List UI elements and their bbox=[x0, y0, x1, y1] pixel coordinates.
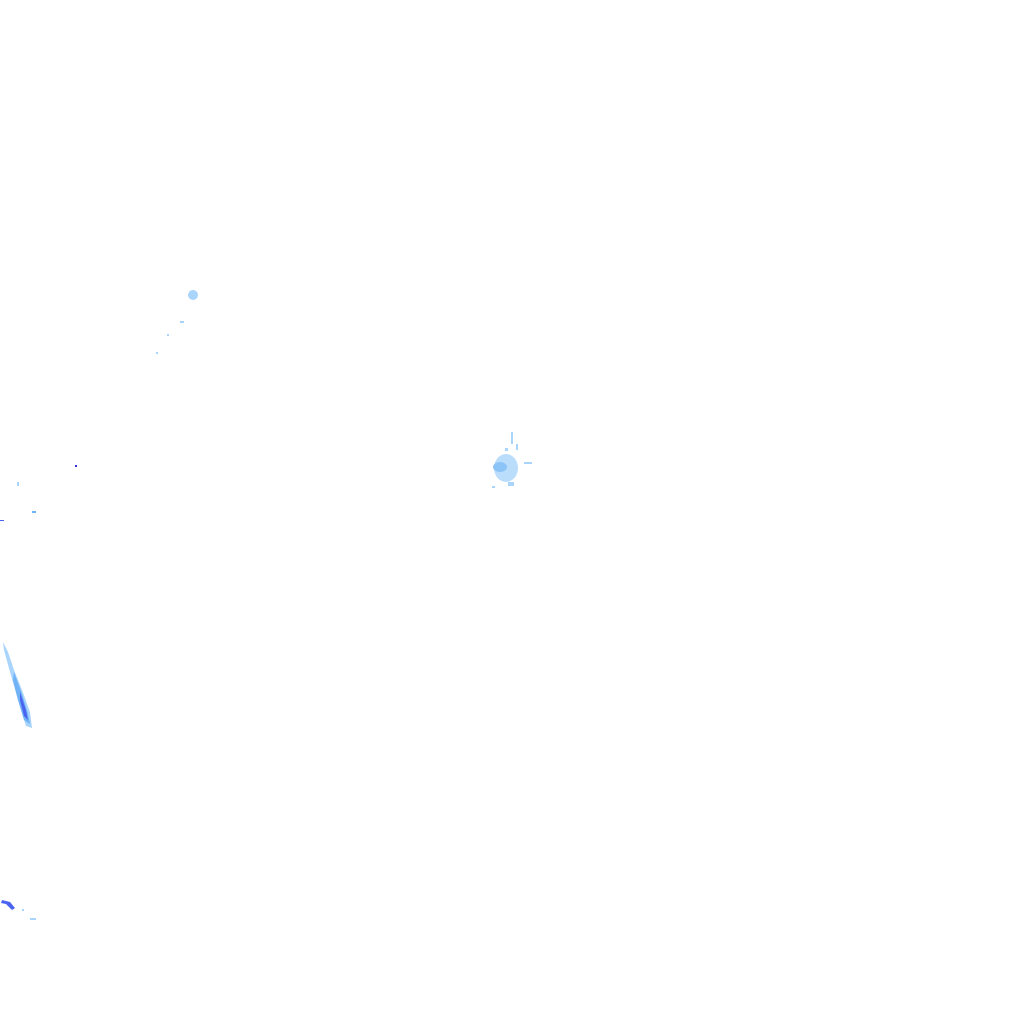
precip-cell-upper-left bbox=[156, 290, 198, 354]
precip-cell-center bbox=[492, 432, 532, 488]
precip-band-left bbox=[3, 642, 32, 728]
precip-cell-bottom-left bbox=[1, 900, 36, 920]
precip-specks-left bbox=[0, 465, 77, 521]
